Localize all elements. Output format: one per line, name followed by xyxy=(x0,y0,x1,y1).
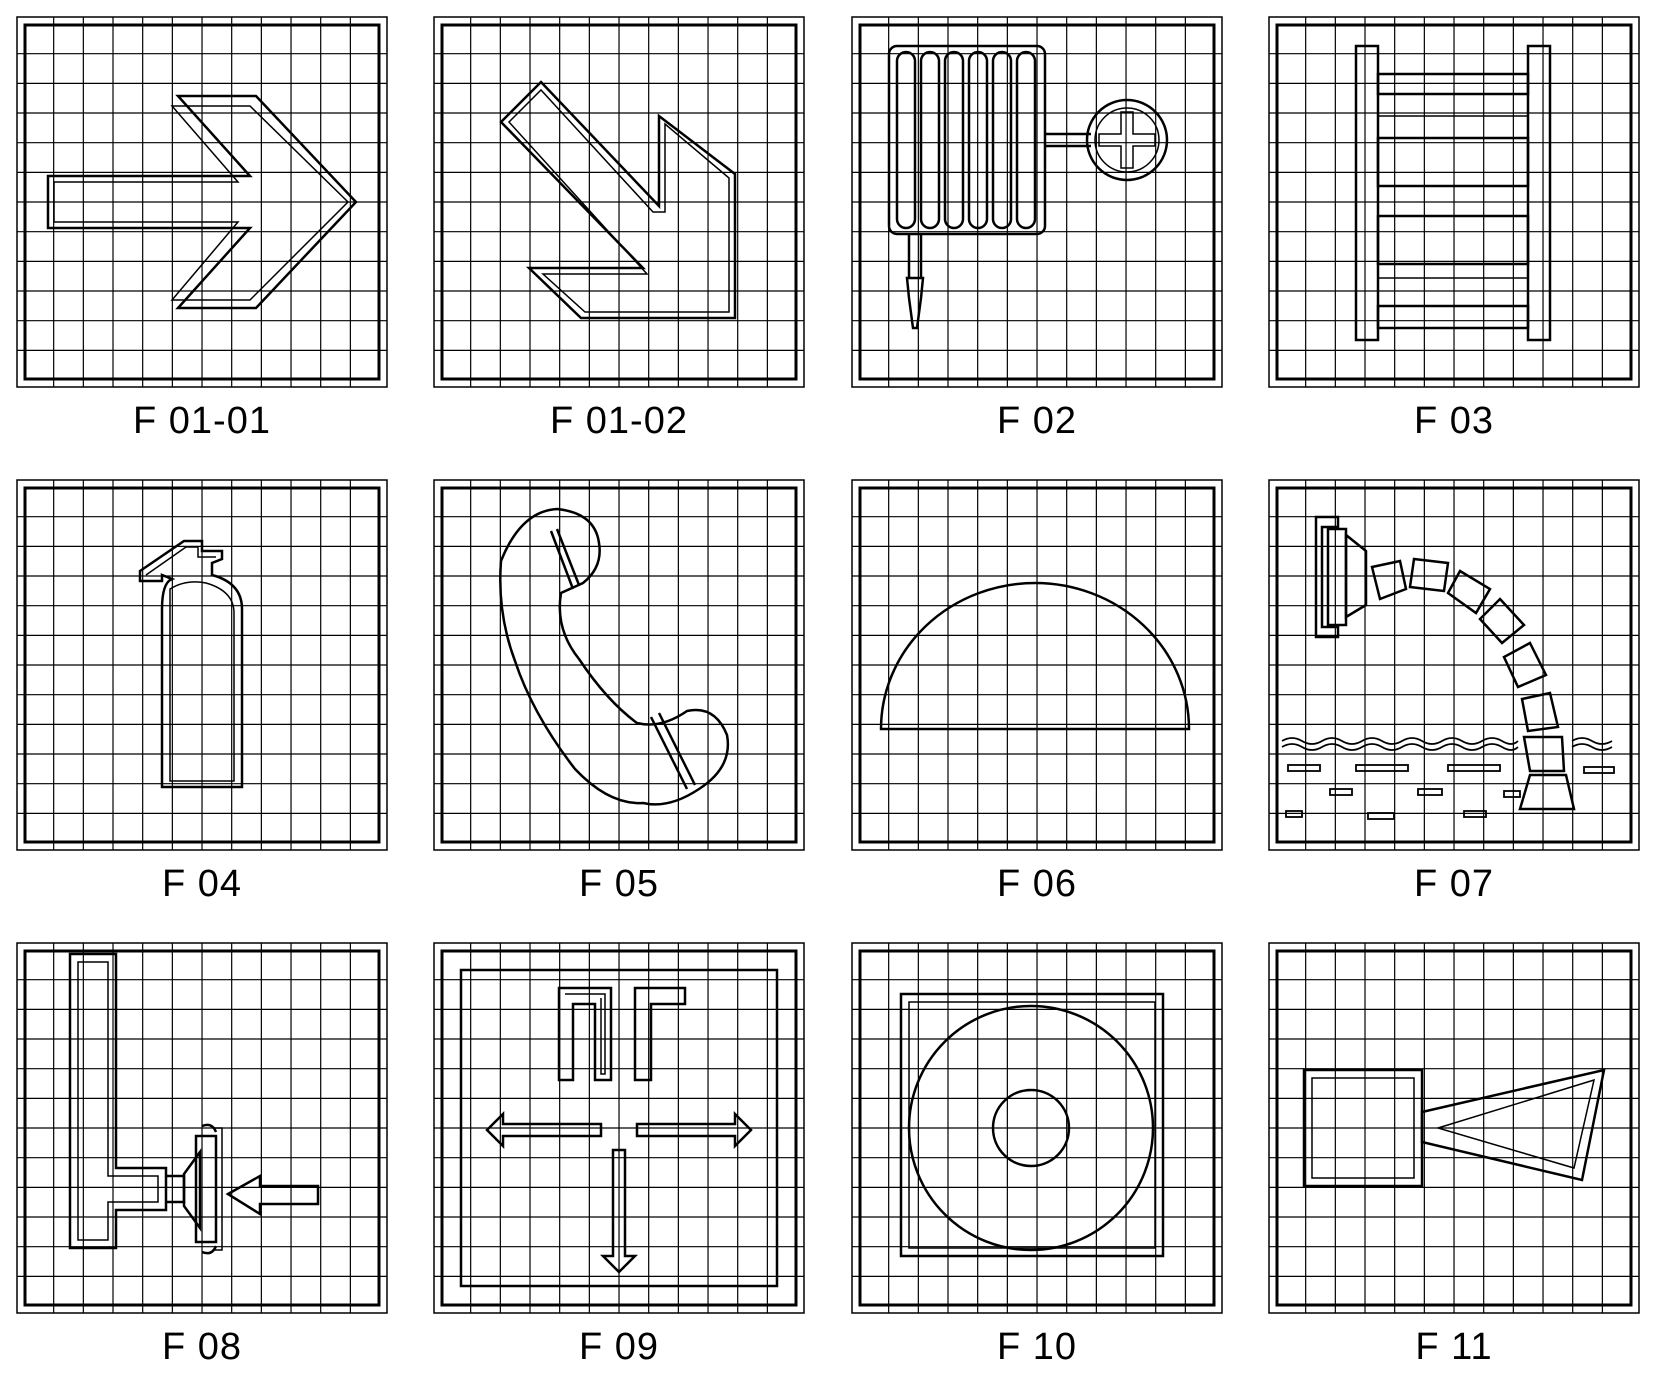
sign-f05: F 05 xyxy=(433,479,805,903)
sign-f04: F 04 xyxy=(16,479,388,903)
sign-code: F 05 xyxy=(578,863,660,905)
sign-code: F 06 xyxy=(996,863,1078,905)
emergency-telephone-icon xyxy=(433,479,805,851)
sign-code: F 02 xyxy=(996,400,1078,442)
fire-hydrant-coupling-icon xyxy=(16,942,388,1314)
sign-code: F 09 xyxy=(578,1326,660,1368)
sign-f11: F 11 xyxy=(1268,942,1640,1366)
fire-extinguisher-icon xyxy=(16,479,388,851)
sign-code: F 01-02 xyxy=(550,400,688,442)
fire-ladder-icon xyxy=(1268,16,1640,388)
fire-hose-reel-icon xyxy=(851,16,1223,388)
sign-code: F 10 xyxy=(996,1326,1078,1368)
sign-f07: F 07 xyxy=(1268,479,1640,903)
sign-f02: F 02 xyxy=(851,16,1223,440)
sign-code: F 04 xyxy=(161,863,243,905)
sign-f10: F 10 xyxy=(851,942,1223,1366)
sign-f01-01: F 01-01 xyxy=(16,16,388,440)
sign-code: F 08 xyxy=(161,1326,243,1368)
fire-alarm-bell-icon xyxy=(851,479,1223,851)
sign-code: F 07 xyxy=(1413,863,1495,905)
arrow-diagonal-down-right-icon xyxy=(433,16,805,388)
sign-code: F 11 xyxy=(1415,1326,1493,1368)
water-suction-pipe-icon xyxy=(1268,479,1640,851)
underground-hydrant-icon xyxy=(433,942,805,1314)
sign-f09: F 09 xyxy=(433,942,805,1366)
fire-alarm-button-icon xyxy=(851,942,1223,1314)
sign-code: F 03 xyxy=(1413,400,1495,442)
arrow-right-icon xyxy=(16,16,388,388)
alarm-horn-icon xyxy=(1268,942,1640,1314)
sign-f06: F 06 xyxy=(851,479,1223,903)
sign-f03: F 03 xyxy=(1268,16,1640,440)
sign-f08: F 08 xyxy=(16,942,388,1366)
sign-f01-02: F 01-02 xyxy=(433,16,805,440)
sign-code: F 01-01 xyxy=(133,400,271,442)
